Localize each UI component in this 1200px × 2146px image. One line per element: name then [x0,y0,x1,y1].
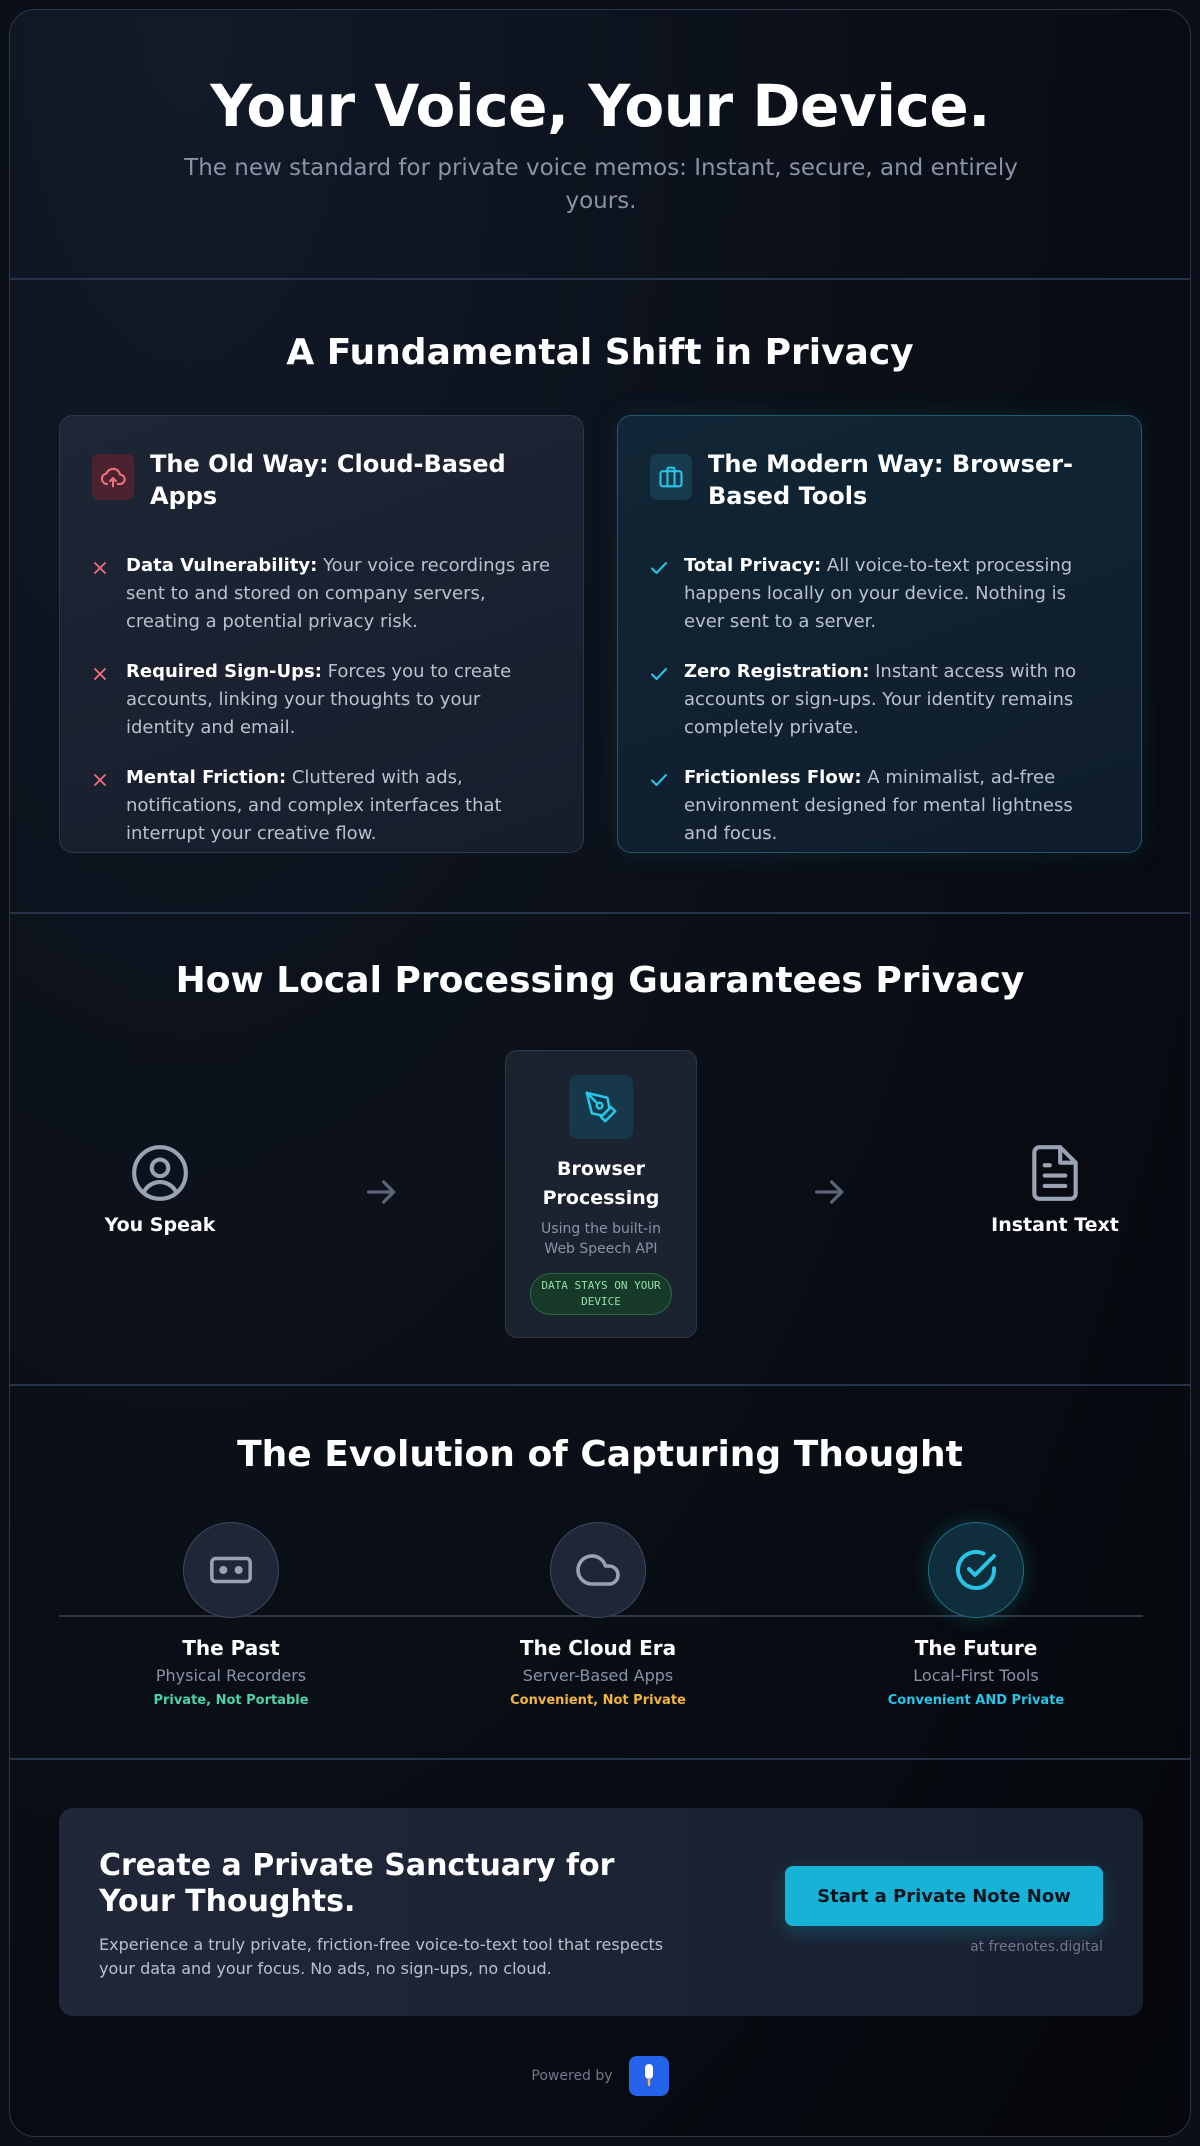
x-icon [92,658,112,742]
old-way-title: The Old Way: Cloud-Based Apps [150,450,506,510]
you-speak-label: You Speak [104,1214,216,1236]
check-icon [650,764,670,848]
check-icon [650,658,670,742]
timeline-title: The Cloud Era [519,1636,677,1660]
item-text: All voice-to-text processing happens loc… [684,555,1073,632]
site-url[interactable]: at freenotes.digital [970,1939,1103,1955]
old-way-card: The Old Way: Cloud-Based Apps Data Vulne… [59,415,584,853]
item-label: Total Privacy: [684,555,822,576]
item-text: A minimalist, ad-free environment design… [684,767,1073,844]
pen-tool-icon [569,1075,633,1139]
powered-by: Powered by [10,2056,1190,2096]
cloud-upload-icon [92,454,134,500]
privacy-shift-section: A Fundamental Shift in Privacy The Old W… [10,280,1190,910]
cta-card: Create a Private Sanctuary for Your Thou… [59,1808,1143,2016]
processing-title: Browser Processing [542,1158,660,1209]
list-item: Required Sign-Ups: Forces you to create … [92,658,551,742]
processing-subtitle: Using the built-in Web Speech API [541,1221,661,1257]
list-item: Total Privacy: All voice-to-text process… [650,552,1109,636]
old-way-list: Data Vulnerability: Your voice recording… [92,552,551,848]
item-label: Frictionless Flow: [684,767,862,788]
item-label: Zero Registration: [684,661,870,682]
timeline-item-cloud-era: The Cloud Era Server-Based Apps Convenie… [448,1522,748,1708]
section-divider [10,1384,1190,1386]
item-text: Your voice recordings are sent to and st… [126,555,551,632]
page-frame: Your Voice, Your Device. The new standar… [9,9,1191,2137]
list-item: Frictionless Flow: A minimalist, ad-free… [650,764,1109,848]
microphone-logo-icon[interactable] [628,2056,669,2096]
briefcase-icon [650,454,692,500]
data-local-badge: DATA STAYS ON YOUR DEVICE [530,1273,672,1315]
section-title: How Local Processing Guarantees Privacy [175,960,1025,1001]
timeline-subtitle: Local-First Tools [913,1666,1039,1685]
evolution-section: The Evolution of Capturing Thought The P… [10,1386,1190,1758]
timeline-subtitle: Physical Recorders [155,1666,307,1685]
timeline-tag: Private, Not Portable [153,1693,309,1708]
powered-by-label: Powered by [531,2068,613,2084]
page-title: Your Voice, Your Device. [210,72,990,140]
list-item: Mental Friction: Cluttered with ads, not… [92,764,551,848]
item-text: Cluttered with ads, notifications, and c… [126,767,502,844]
section-title: A Fundamental Shift in Privacy [286,332,914,373]
user-icon [75,1142,245,1208]
recorder-icon [183,1522,279,1618]
check-circle-icon [928,1522,1024,1618]
timeline-subtitle: Server-Based Apps [522,1666,674,1685]
arrow-right-icon [362,1172,402,1216]
document-icon [970,1142,1140,1208]
section-title: The Evolution of Capturing Thought [237,1434,963,1475]
hero-section: Your Voice, Your Device. The new standar… [10,10,1190,278]
cta-title: Create a Private Sanctuary for Your Thou… [99,1848,615,1919]
modern-way-list: Total Privacy: All voice-to-text process… [650,552,1109,848]
timeline-title: The Future [914,1636,1038,1660]
section-divider [10,1758,1190,1760]
timeline-tag: Convenient AND Private [887,1693,1065,1708]
section-divider [10,912,1190,914]
timeline-item-past: The Past Physical Recorders Private, Not… [81,1522,381,1708]
item-label: Mental Friction: [126,767,287,788]
local-processing-section: How Local Processing Guarantees Privacy … [10,912,1190,1384]
arrow-right-icon [810,1172,850,1216]
cloud-icon [550,1522,646,1618]
item-text: Forces you to create accounts, linking y… [126,661,512,738]
x-icon [92,764,112,848]
instant-text-step: Instant Text [970,1142,1140,1236]
timeline-item-future: The Future Local-First Tools Convenient … [826,1522,1126,1708]
start-private-note-button[interactable]: Start a Private Note Now [785,1866,1103,1926]
list-item: Data Vulnerability: Your voice recording… [92,552,551,636]
item-label: Required Sign-Ups: [126,661,322,682]
cta-section: Create a Private Sanctuary for Your Thou… [10,1760,1190,2136]
check-icon [650,552,670,636]
browser-processing-step: Browser Processing Using the built-in We… [505,1050,697,1338]
timeline-tag: Convenient, Not Private [510,1693,686,1708]
cta-description: Experience a truly private, friction-fre… [99,1935,664,1978]
modern-way-card: The Modern Way: Browser-Based Tools Tota… [617,415,1142,853]
modern-way-title: The Modern Way: Browser-Based Tools [708,450,1074,510]
timeline-title: The Past [182,1636,280,1660]
item-label: Data Vulnerability: [126,555,318,576]
x-icon [92,552,112,636]
instant-text-label: Instant Text [991,1214,1119,1236]
section-divider [10,278,1190,280]
item-text: Instant access with no accounts or sign-… [684,661,1077,738]
list-item: Zero Registration: Instant access with n… [650,658,1109,742]
page-subtitle: The new standard for private voice memos… [184,155,1018,214]
you-speak-step: You Speak [75,1142,245,1236]
